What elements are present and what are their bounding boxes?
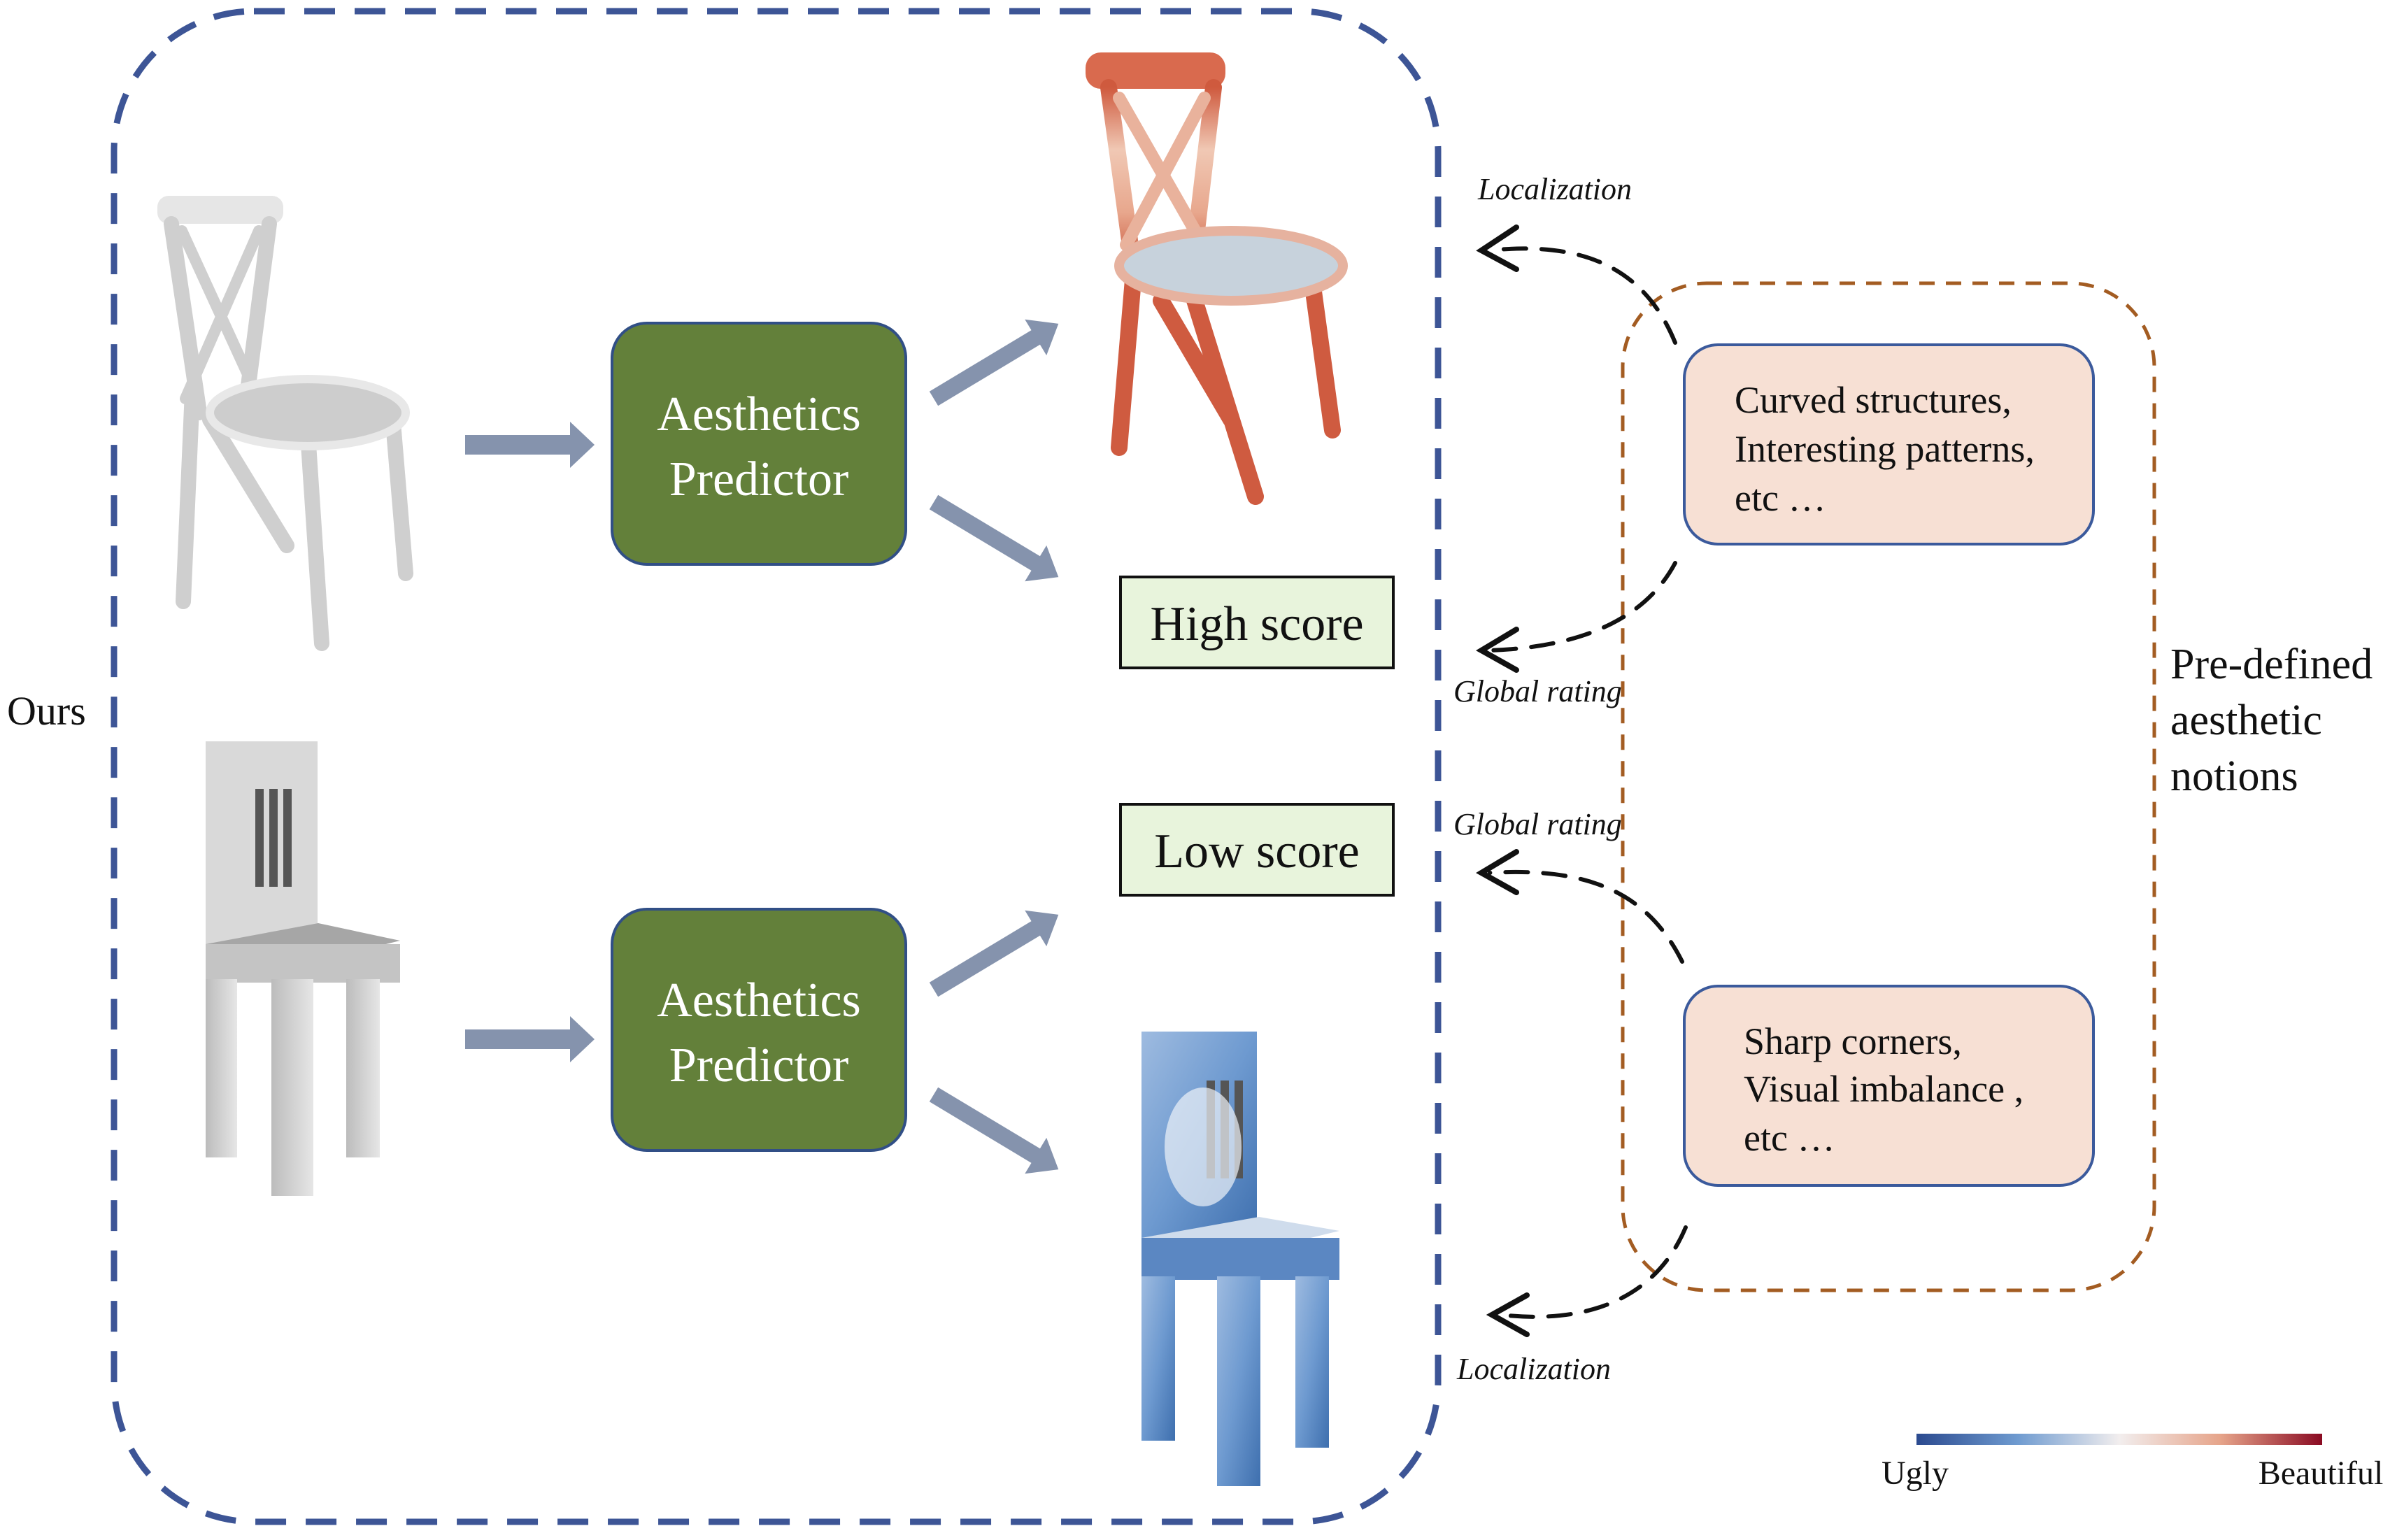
arrow-predictor-to-high-score	[929, 494, 1059, 582]
localization-top-label: Localization	[1477, 172, 1632, 206]
negative-notion-line3: etc …	[1744, 1117, 1835, 1159]
high-score-label: High score	[1150, 597, 1363, 651]
connectors	[1476, 224, 1688, 1337]
negative-notion-line2: Visual imbalance ,	[1744, 1068, 2023, 1110]
low-score-box	[1119, 803, 1395, 897]
high-score-box	[1119, 576, 1395, 669]
positive-notion-line3: etc …	[1735, 477, 1826, 519]
input-chair-bottom	[206, 741, 400, 1196]
predictor-bottom: Aesthetics Predictor	[611, 908, 907, 1152]
predictor-top-line1: Aesthetics	[657, 387, 861, 441]
global-rating-top-label: Global rating	[1453, 674, 1622, 708]
connector-global-rating-bottom	[1488, 869, 1684, 964]
flow-arrows	[465, 319, 1059, 1174]
predictor-top: Aesthetics Predictor	[611, 322, 907, 566]
notions-title-line3: notions	[2170, 753, 2298, 800]
positive-notion-line1: Curved structures,	[1735, 379, 2012, 421]
connector-global-rating-top	[1488, 561, 1677, 653]
arrowhead-global-rating-top	[1476, 627, 1519, 673]
positive-notion-line2: Interesting patterns,	[1735, 428, 2035, 470]
predictor-top-box	[611, 322, 907, 566]
arrow-predictor-to-localization-bottom	[929, 1087, 1059, 1174]
low-score-label: Low score	[1154, 825, 1360, 878]
arrowhead-localization-bottom	[1486, 1292, 1530, 1337]
connector-localization-top	[1488, 246, 1677, 345]
negative-notion-line1: Sharp corners,	[1744, 1020, 1962, 1062]
colorbar	[1916, 1434, 2322, 1445]
global-rating-bottom-label: Global rating	[1453, 807, 1622, 841]
arrow-input-to-predictor-top	[465, 422, 595, 468]
connector-localization-bottom	[1498, 1225, 1688, 1319]
predictor-bottom-line1: Aesthetics	[657, 974, 861, 1027]
ours-label: Ours	[7, 688, 86, 734]
arrowhead-localization-top	[1476, 224, 1519, 272]
localization-bottom-label: Localization	[1456, 1352, 1611, 1386]
arrow-predictor-to-low-score	[929, 910, 1059, 997]
heatmap-chair-top	[1086, 52, 1348, 505]
notions-title-line2: aesthetic	[2170, 697, 2322, 744]
heatmap-chair-bottom	[1141, 1032, 1339, 1486]
ours-frame	[111, 8, 1442, 1525]
arrow-input-to-predictor-bottom	[465, 1016, 595, 1062]
predictor-bottom-line2: Predictor	[669, 1039, 849, 1092]
predictor-top-line2: Predictor	[669, 452, 849, 506]
negative-notion-box	[1683, 985, 2095, 1187]
notions-title-line1: Pre-defined	[2170, 641, 2373, 688]
notions-frame	[1621, 281, 2156, 1292]
predictor-bottom-box	[611, 908, 907, 1152]
arrowhead-global-rating-bottom	[1476, 849, 1519, 895]
colorbar-low-label: Ugly	[1882, 1455, 1949, 1492]
arrow-predictor-to-localization-top	[929, 319, 1059, 406]
positive-notion-box	[1683, 343, 2095, 546]
input-chair-top	[157, 196, 413, 651]
colorbar-high-label: Beautiful	[2259, 1455, 2384, 1492]
